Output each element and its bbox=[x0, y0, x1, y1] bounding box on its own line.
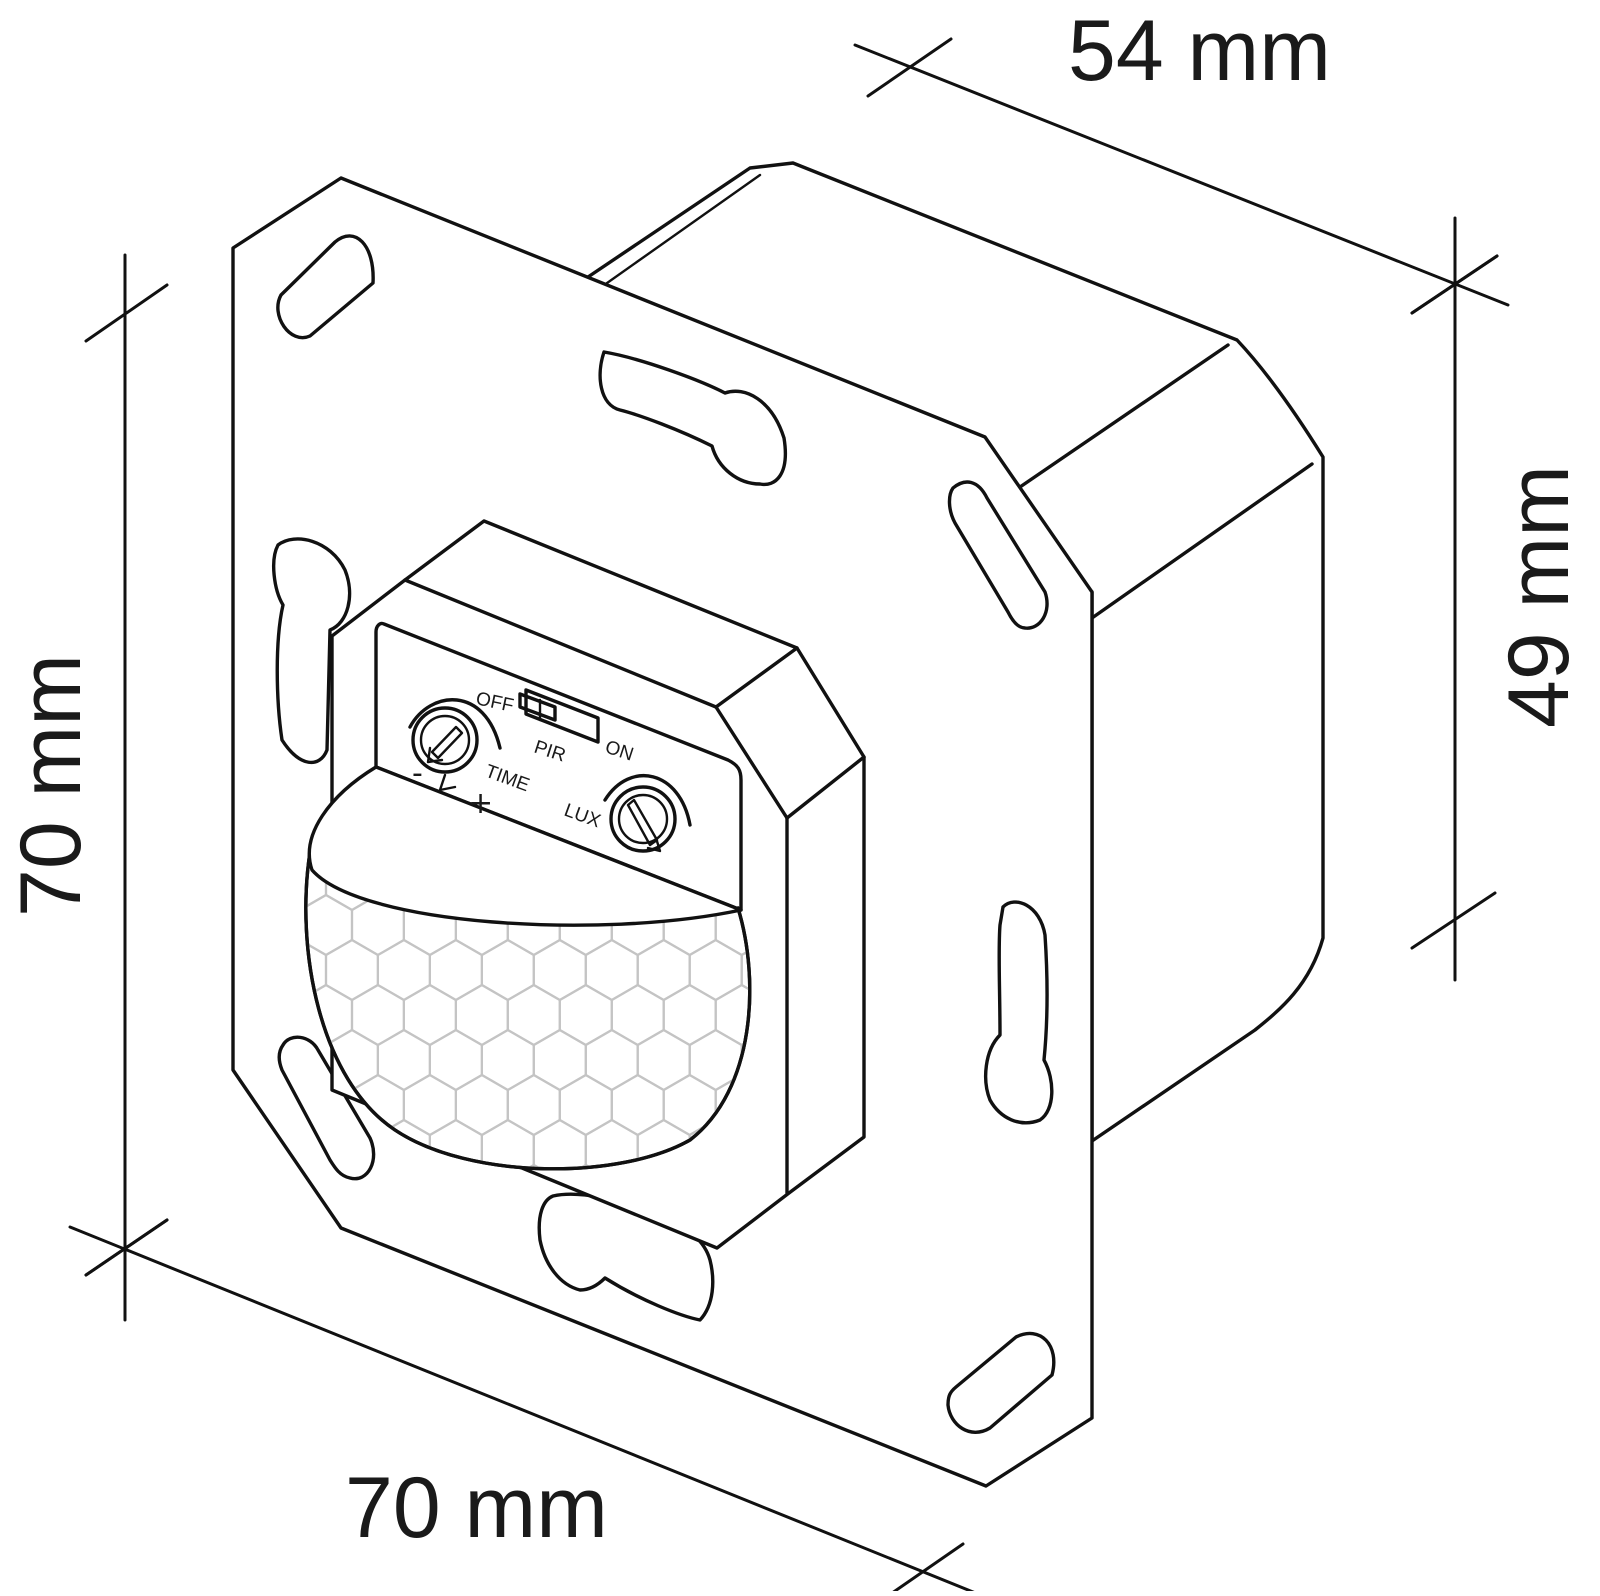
mounting-slots bbox=[272, 234, 1056, 1434]
time-knob[interactable] bbox=[408, 698, 502, 792]
minus-sign: - bbox=[412, 756, 423, 791]
lens-hex-cell bbox=[430, 1300, 482, 1360]
lens-hex-cell bbox=[326, 1300, 378, 1360]
slot-top-left bbox=[276, 234, 375, 340]
slot-left-lower bbox=[277, 1035, 376, 1181]
dimension-line-right-height bbox=[1410, 216, 1499, 982]
dimension-bottom-width-text: 70 mm bbox=[345, 1460, 608, 1556]
lens-hex-cell bbox=[352, 1255, 404, 1315]
rear-housing bbox=[586, 161, 1325, 1143]
lens-hex-cell bbox=[300, 1255, 352, 1315]
lens-hex-cell bbox=[506, 1163, 561, 1169]
lux-knob[interactable] bbox=[603, 774, 692, 853]
slot-right-upper bbox=[947, 480, 1049, 630]
lens-hex-cell bbox=[274, 1300, 326, 1360]
plus-sign: + bbox=[468, 786, 493, 821]
pir-switch[interactable] bbox=[518, 688, 600, 744]
dimension-right-height-text: 49 mm bbox=[1491, 465, 1587, 728]
dimension-left-height-text: 70 mm bbox=[3, 654, 99, 917]
lens-top-cap bbox=[307, 765, 743, 927]
dimension-depth-text: 54 mm bbox=[1068, 3, 1331, 99]
slot-right-lower bbox=[984, 900, 1054, 1125]
slot-bottom-right bbox=[946, 1331, 1056, 1434]
lens-hex-cell bbox=[274, 1210, 326, 1270]
slot-top-center bbox=[598, 350, 787, 487]
lens-hex-cell bbox=[482, 1300, 534, 1360]
lens-hex-cell bbox=[558, 1163, 613, 1169]
slot-left-upper bbox=[272, 537, 352, 765]
lens-hex-cell bbox=[378, 1300, 430, 1360]
